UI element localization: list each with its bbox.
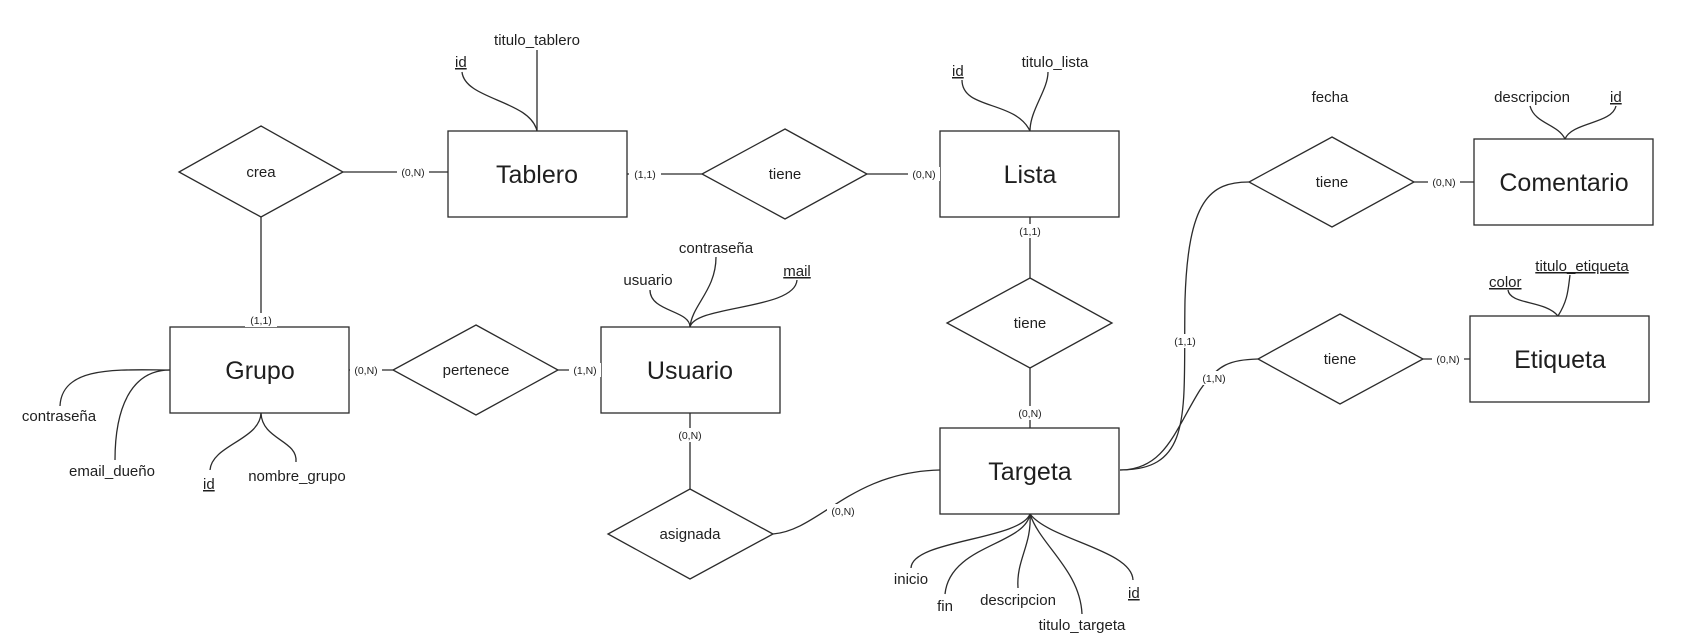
attr-line-targeta-inicio (910, 513, 1031, 569)
card-lista-tiene: (1,1) (1019, 226, 1041, 238)
attr-grupo-nombre: nombre_grupo (248, 468, 346, 485)
entity-grupo[interactable]: Grupo (169, 326, 350, 414)
attr-line-lista-id (961, 79, 1031, 132)
entity-targeta-label: Targeta (988, 458, 1071, 486)
line-targeta-etiqueta (1119, 358, 1259, 471)
attr-line-etiqueta-color (1507, 289, 1559, 317)
entity-tablero-label: Tablero (496, 161, 578, 189)
line-asignada-targeta (772, 469, 941, 535)
entity-grupo-label: Grupo (225, 357, 294, 385)
entity-etiqueta-label: Etiqueta (1514, 346, 1606, 374)
entity-usuario[interactable]: Usuario (600, 326, 781, 414)
card-tiene-targeta: (0,N) (1018, 408, 1041, 420)
relation-asignada[interactable]: asignada (606, 488, 775, 580)
relation-tiene-lista-targeta-label: tiene (1014, 315, 1047, 332)
attr-targeta-inicio: inicio (894, 571, 928, 588)
attr-line-comentario-id (1564, 105, 1617, 140)
card-usuario-asignada: (0,N) (678, 430, 701, 442)
entity-etiqueta[interactable]: Etiqueta (1469, 315, 1650, 403)
card-tablero-tiene: (1,1) (634, 169, 656, 181)
attr-targeta-id: id (1128, 585, 1140, 602)
card-pertenece-usuario: (1,N) (573, 365, 596, 377)
attribute-lines (59, 50, 1617, 615)
attr-line-etiqueta-titulo (1557, 274, 1571, 317)
attr-tablero-titulo: titulo_tablero (494, 32, 580, 49)
attr-etiqueta-titulo: titulo_etiqueta (1535, 258, 1629, 275)
attr-usuario-usuario: usuario (623, 272, 672, 289)
attr-comentario-descripcion: descripcion (1494, 89, 1570, 106)
relation-tiene-etiqueta-label: tiene (1324, 351, 1357, 368)
entity-lista-label: Lista (1004, 161, 1057, 189)
entity-usuario-label: Usuario (647, 357, 733, 385)
attr-lista-titulo: titulo_lista (1022, 54, 1089, 71)
relation-tiene-tablero-lista-label: tiene (769, 166, 802, 183)
attr-line-grupo-nombre (260, 412, 297, 463)
relation-tiene-tablero-lista[interactable]: tiene (700, 128, 869, 220)
attr-grupo-id: id (203, 476, 215, 493)
relation-tiene-comentario-label: tiene (1316, 174, 1349, 191)
attr-targeta-fin: fin (937, 598, 953, 615)
attr-lista-id: id (952, 63, 964, 80)
attr-line-targeta-id (1029, 513, 1134, 581)
attr-usuario-mail: mail (783, 263, 811, 280)
attr-targeta-descripcion: descripcion (980, 592, 1056, 609)
attr-line-targeta-desc (1017, 513, 1031, 589)
entity-comentario[interactable]: Comentario (1473, 138, 1654, 226)
entity-targeta[interactable]: Targeta (939, 427, 1120, 515)
attr-line-grupo-contrasena (59, 369, 171, 407)
relation-pertenece[interactable]: pertenece (391, 324, 560, 416)
card-tiene-lista: (0,N) (912, 169, 935, 181)
attr-comentario-fecha: fecha (1312, 89, 1349, 106)
attribute-labels: id titulo_tablero id titulo_lista fecha … (22, 32, 1629, 634)
card-asignada-targeta: (0,N) (831, 506, 854, 518)
attr-line-tablero-id (461, 71, 538, 132)
card-targeta-etiqueta: (1,N) (1202, 373, 1225, 385)
relation-pertenece-label: pertenece (443, 362, 510, 379)
line-targeta-comentario (1119, 181, 1250, 471)
relation-tiene-etiqueta[interactable]: tiene (1256, 313, 1425, 405)
attr-line-targeta-titulo (1029, 513, 1083, 615)
relation-crea-label: crea (246, 164, 276, 181)
attr-line-usuario-usuario (649, 289, 691, 328)
attr-etiqueta-color: color (1489, 274, 1522, 291)
card-crea-tablero: (0,N) (401, 167, 424, 179)
card-targeta-comentario: (1,1) (1174, 336, 1196, 348)
attr-usuario-contrasena: contraseña (679, 240, 754, 257)
card-tiene-comentario: (0,N) (1432, 177, 1455, 189)
attr-line-grupo-id (209, 412, 262, 471)
attr-line-targeta-fin (944, 513, 1031, 595)
attr-tablero-id: id (455, 54, 467, 71)
attr-targeta-titulo: titulo_targeta (1039, 617, 1126, 634)
cardinalities: (0,N) (1,1) (1,1) (0,N) (1,1) (0,N) (0,N… (245, 165, 1464, 518)
attr-line-usuario-mail (689, 279, 798, 328)
attr-line-comentario-desc (1529, 105, 1566, 140)
relation-asignada-label: asignada (660, 526, 722, 543)
entity-tablero[interactable]: Tablero (447, 130, 628, 218)
card-crea-grupo: (1,1) (250, 315, 272, 327)
card-grupo-pertenece: (0,N) (354, 365, 377, 377)
attr-line-lista-titulo (1029, 71, 1049, 132)
relation-tiene-comentario[interactable]: tiene (1247, 136, 1416, 228)
attr-grupo-contrasena: contraseña (22, 408, 97, 425)
relation-crea[interactable]: crea (177, 125, 345, 218)
entity-comentario-label: Comentario (1499, 169, 1628, 197)
attr-comentario-id: id (1610, 89, 1622, 106)
card-tiene-etiqueta: (0,N) (1436, 354, 1459, 366)
attr-grupo-email: email_dueño (69, 463, 155, 480)
attr-line-usuario-contrasena (689, 256, 717, 328)
entity-lista[interactable]: Lista (939, 130, 1120, 218)
relation-tiene-lista-targeta[interactable]: tiene (945, 277, 1114, 369)
attr-line-grupo-email (114, 369, 171, 461)
